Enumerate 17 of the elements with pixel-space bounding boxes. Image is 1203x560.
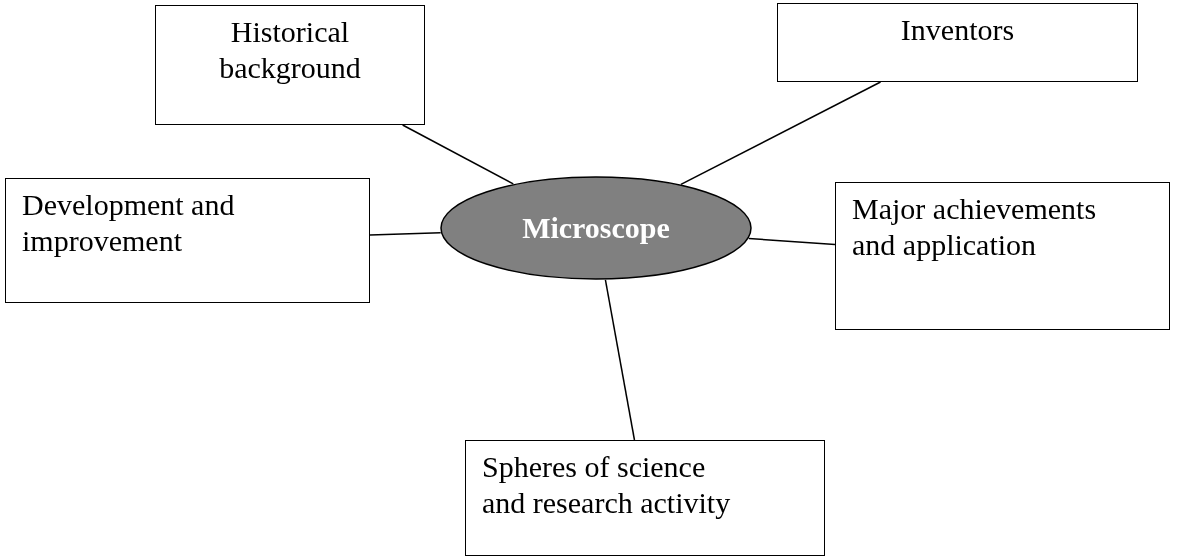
subtopic-box xyxy=(155,5,425,125)
node-label: Spheres of science and research activity xyxy=(482,449,732,521)
subtopic-box xyxy=(5,178,370,303)
node-label: Development and improvement xyxy=(22,187,236,259)
topic-label: Microscope xyxy=(522,210,670,246)
subtopic-box xyxy=(465,440,825,556)
node-label: Inventors xyxy=(899,12,1016,48)
connector-line xyxy=(369,232,442,236)
connector-line xyxy=(748,237,836,246)
topic-ellipse xyxy=(440,176,752,280)
connector-line xyxy=(604,279,636,441)
node-label: Historical background xyxy=(218,14,362,86)
subtopic-box xyxy=(835,182,1170,330)
node-label: Major achievements and application xyxy=(852,191,1098,263)
subtopic-box xyxy=(777,3,1138,82)
connector-line xyxy=(680,81,882,186)
connector-line xyxy=(401,124,514,185)
